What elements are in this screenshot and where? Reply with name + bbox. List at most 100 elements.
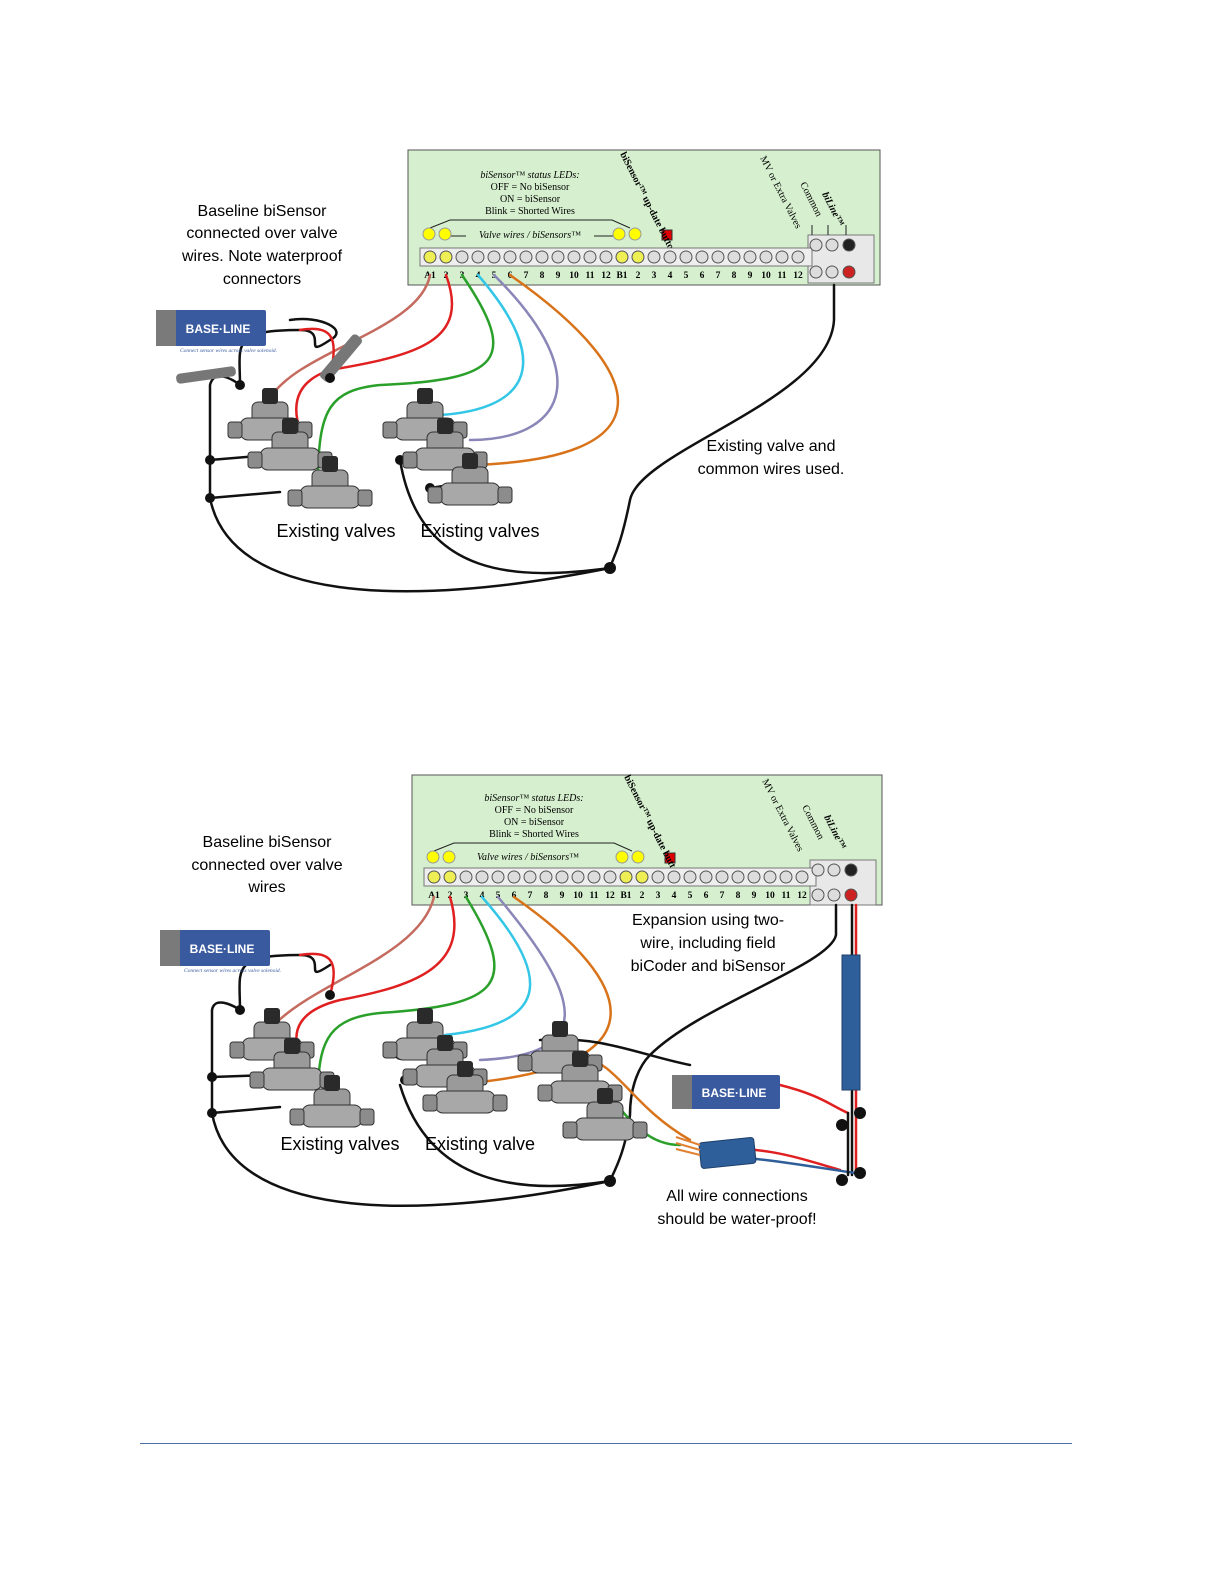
terminal-label: B1 bbox=[620, 891, 631, 901]
terminal-screw bbox=[459, 870, 473, 884]
connectors bbox=[176, 334, 616, 574]
leds-title: biSensor™ status LEDs: bbox=[480, 170, 579, 181]
terminal-screw bbox=[443, 870, 457, 884]
terminal-label: 5 bbox=[684, 271, 689, 281]
terminal-screw bbox=[727, 250, 741, 264]
terminal-screw bbox=[475, 870, 489, 884]
terminal-label: 12 bbox=[793, 271, 803, 281]
terminal-screw bbox=[679, 250, 693, 264]
terminal-screw bbox=[775, 250, 789, 264]
terminal-screw bbox=[651, 870, 665, 884]
terminal-label: 5 bbox=[688, 891, 693, 901]
terminal-label: 8 bbox=[736, 891, 741, 901]
note-line-2: connected over valve bbox=[186, 225, 337, 242]
leds-on: ON = biSensor bbox=[500, 194, 561, 205]
valve-wires-label: Valve wires / biSensors™ bbox=[479, 230, 581, 241]
svg-text:biSensor™ status LEDs:: biSensor™ status LEDs: bbox=[484, 793, 583, 804]
terminal-screw bbox=[683, 870, 697, 884]
terminal-screw bbox=[635, 870, 649, 884]
terminal-screw bbox=[603, 870, 617, 884]
svg-text:BASE·LINE: BASE·LINE bbox=[186, 322, 251, 336]
terminal-screw bbox=[539, 870, 553, 884]
terminal-strip bbox=[419, 247, 813, 267]
terminal-label: 10 bbox=[765, 891, 775, 901]
terminal-label: 2 bbox=[640, 891, 645, 901]
terminal-label: 10 bbox=[573, 891, 583, 901]
terminal-screw bbox=[587, 870, 601, 884]
existing-note-line-1: Existing valve and bbox=[707, 438, 836, 455]
terminal-screw bbox=[715, 870, 729, 884]
valve-group-right bbox=[382, 387, 513, 506]
expansion-line-2: wire, including field bbox=[639, 935, 775, 952]
terminal-screw bbox=[423, 250, 437, 264]
existing-valve-right-2: Existing valve bbox=[425, 1134, 535, 1154]
terminal-screw bbox=[615, 250, 629, 264]
terminal-screw bbox=[567, 250, 581, 264]
terminal-screw bbox=[631, 250, 645, 264]
terminal-screw bbox=[791, 250, 805, 264]
note2-line-2: connected over valve bbox=[191, 857, 342, 874]
leds-blink: Blink = Shorted Wires bbox=[485, 206, 575, 217]
waterproof-line-2: should be water-proof! bbox=[657, 1211, 816, 1228]
terminal-label: 8 bbox=[732, 271, 737, 281]
terminal-screw bbox=[747, 870, 761, 884]
terminal-label: 4 bbox=[668, 271, 673, 281]
terminal-screw bbox=[711, 250, 725, 264]
terminal-screw bbox=[619, 870, 633, 884]
terminal-label: 6 bbox=[700, 271, 705, 281]
terminal-screw bbox=[571, 870, 585, 884]
terminal-screw bbox=[663, 250, 677, 264]
terminal-screw bbox=[759, 250, 773, 264]
existing-note-line-2: common wires used. bbox=[698, 461, 845, 478]
terminal-screw bbox=[667, 870, 681, 884]
terminal-screw bbox=[439, 250, 453, 264]
terminal-label: 6 bbox=[704, 891, 709, 901]
terminal-label: 9 bbox=[748, 271, 753, 281]
existing-valves-right: Existing valves bbox=[420, 521, 539, 541]
note-line-3: wires. Note waterproof bbox=[181, 248, 343, 265]
terminal-label: 7 bbox=[528, 891, 533, 901]
terminal-screw bbox=[535, 250, 549, 264]
terminal-screw bbox=[555, 870, 569, 884]
svg-text:Connect sensor wires across va: Connect sensor wires across valve soleno… bbox=[184, 968, 281, 974]
terminal-screw bbox=[583, 250, 597, 264]
baseline-sensor-logo: BASE·LINE Connect sensor wires across va… bbox=[156, 310, 277, 354]
terminal-label: 9 bbox=[556, 271, 561, 281]
terminal-label: 4 bbox=[672, 891, 677, 901]
expansion-line-3: biCoder and biSensor bbox=[631, 958, 786, 975]
biline-red-terminal bbox=[842, 265, 856, 279]
svg-text:Valve wires / biSensors™: Valve wires / biSensors™ bbox=[477, 852, 579, 863]
terminal-screw bbox=[599, 250, 613, 264]
terminal-label: 9 bbox=[752, 891, 757, 901]
valve-group-left bbox=[227, 387, 373, 509]
terminal-label: 7 bbox=[720, 891, 725, 901]
led-a2 bbox=[438, 227, 452, 241]
terminal-screw bbox=[487, 250, 501, 264]
expansion-line-1: Expansion using two- bbox=[632, 912, 784, 929]
svg-text:ON = biSensor: ON = biSensor bbox=[504, 817, 565, 828]
svg-text:BASE·LINE: BASE·LINE bbox=[702, 1086, 767, 1100]
terminal-screw bbox=[551, 250, 565, 264]
terminal-label: 3 bbox=[656, 891, 661, 901]
controller-panel: biSensor™ status LEDs: OFF = No biSensor… bbox=[407, 149, 881, 286]
svg-text:Blink = Shorted Wires: Blink = Shorted Wires bbox=[489, 829, 579, 840]
terminal-screw bbox=[455, 250, 469, 264]
existing-valves-left: Existing valves bbox=[276, 521, 395, 541]
update-button[interactable] bbox=[661, 229, 673, 241]
terminal-label: 7 bbox=[524, 271, 529, 281]
terminal-screw bbox=[507, 870, 521, 884]
terminal-label: 11 bbox=[586, 271, 595, 281]
terminal-label: 7 bbox=[716, 271, 721, 281]
led-b2 bbox=[628, 227, 642, 241]
update-button-2[interactable] bbox=[664, 852, 676, 864]
terminal-label: 8 bbox=[544, 891, 549, 901]
terminal-screw bbox=[647, 250, 661, 264]
led-b1 bbox=[612, 227, 626, 241]
leds-off: OFF = No biSensor bbox=[491, 182, 570, 193]
baseline-sensor-logo-2: BASE·LINE Connect sensor wires across va… bbox=[160, 930, 281, 974]
terminal-screw bbox=[779, 870, 793, 884]
biline-black-terminal bbox=[842, 238, 856, 252]
terminal-screw bbox=[763, 870, 777, 884]
waterproof-line-1: All wire connections bbox=[666, 1188, 807, 1205]
terminal-screw bbox=[503, 250, 517, 264]
